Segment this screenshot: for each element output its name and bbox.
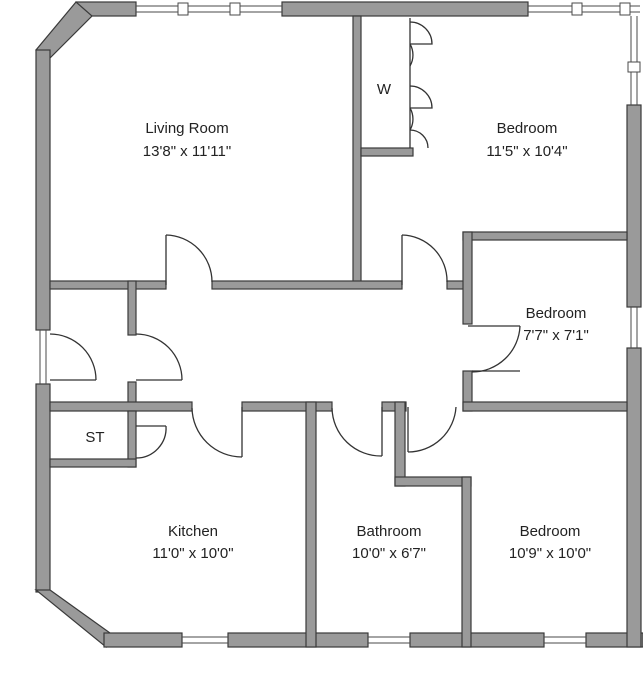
door-living-room — [165, 234, 213, 285]
wall-hall-bottom-left — [49, 401, 193, 412]
wall-bottom-2 — [227, 632, 369, 648]
window-bottom-kitchen — [182, 636, 228, 644]
wall-bath-right — [461, 476, 472, 648]
bedroom-small-size: 7'7" x 7'1" — [523, 327, 589, 344]
wall-left-upper — [35, 49, 51, 331]
wall-entry-upper — [127, 280, 137, 336]
window-bottom-bathroom — [368, 636, 410, 644]
window-right-middle — [630, 307, 638, 348]
exterior-walls — [34, 1, 643, 649]
wall-left-lower — [35, 383, 51, 593]
kitchen-size: 11'0" x 10'0" — [152, 545, 233, 562]
bedroom-main-name: Bedroom — [497, 120, 558, 137]
wardrobe-label: W — [377, 81, 392, 98]
bedroom-corner-size: 10'9" x 10'0" — [509, 545, 591, 562]
bedroom-small-name: Bedroom — [526, 305, 587, 322]
bedroom-main-size: 11'5" x 10'4" — [486, 143, 567, 160]
living-room-size: 13'8" x 11'11" — [143, 143, 231, 160]
window-left — [39, 330, 47, 384]
bedroom-corner-name: Bedroom — [520, 523, 581, 540]
kitchen-name: Kitchen — [168, 523, 218, 540]
wall-top-middle — [281, 1, 529, 17]
bathroom-size: 10'0" x 6'7" — [352, 545, 426, 562]
wall-corner-bottom-left — [34, 589, 111, 649]
wall-wardrobe-bottom — [360, 147, 414, 157]
window-top-left — [136, 2, 282, 16]
wall-small-bedroom-bottom — [462, 401, 628, 412]
wall-bottom-3 — [409, 632, 545, 648]
wardrobe-doors — [409, 18, 433, 149]
door-bedroom-small — [468, 325, 521, 373]
wall-living-right — [352, 15, 362, 283]
window-bottom-bedroom — [544, 636, 586, 644]
doors — [49, 18, 521, 459]
wall-bottom-1 — [103, 632, 183, 648]
wall-small-bedroom-top — [462, 231, 628, 241]
door-bathroom — [331, 407, 383, 457]
windows — [39, 2, 641, 644]
wall-bath-step — [394, 476, 472, 487]
wall-living-bottom-left — [49, 280, 167, 290]
door-storage — [135, 425, 167, 459]
door-entrance — [49, 333, 97, 381]
door-kitchen — [191, 407, 243, 458]
door-inner-entry — [135, 333, 183, 381]
window-right-upper — [627, 16, 641, 105]
room-labels: Living Room 13'8" x 11'11" W Bedroom 11'… — [85, 81, 591, 562]
living-room-name: Living Room — [145, 120, 228, 137]
wall-storage-bottom — [49, 458, 137, 468]
window-top-right — [528, 2, 640, 16]
door-bedroom-main — [401, 234, 448, 285]
wall-living-bottom-right — [211, 280, 403, 290]
wall-right-1 — [626, 104, 642, 308]
wall-hall-bottom-mid — [241, 401, 333, 412]
bathroom-name: Bathroom — [356, 523, 421, 540]
wall-small-bedroom-left-upper — [462, 231, 473, 325]
wall-kitchen-right — [305, 401, 317, 648]
wall-right-2 — [626, 347, 642, 648]
wall-hall-bottom-bath — [381, 401, 407, 412]
door-bedroom-corner — [407, 406, 457, 453]
storage-label: ST — [85, 429, 104, 446]
wall-bath-upper — [394, 401, 406, 487]
